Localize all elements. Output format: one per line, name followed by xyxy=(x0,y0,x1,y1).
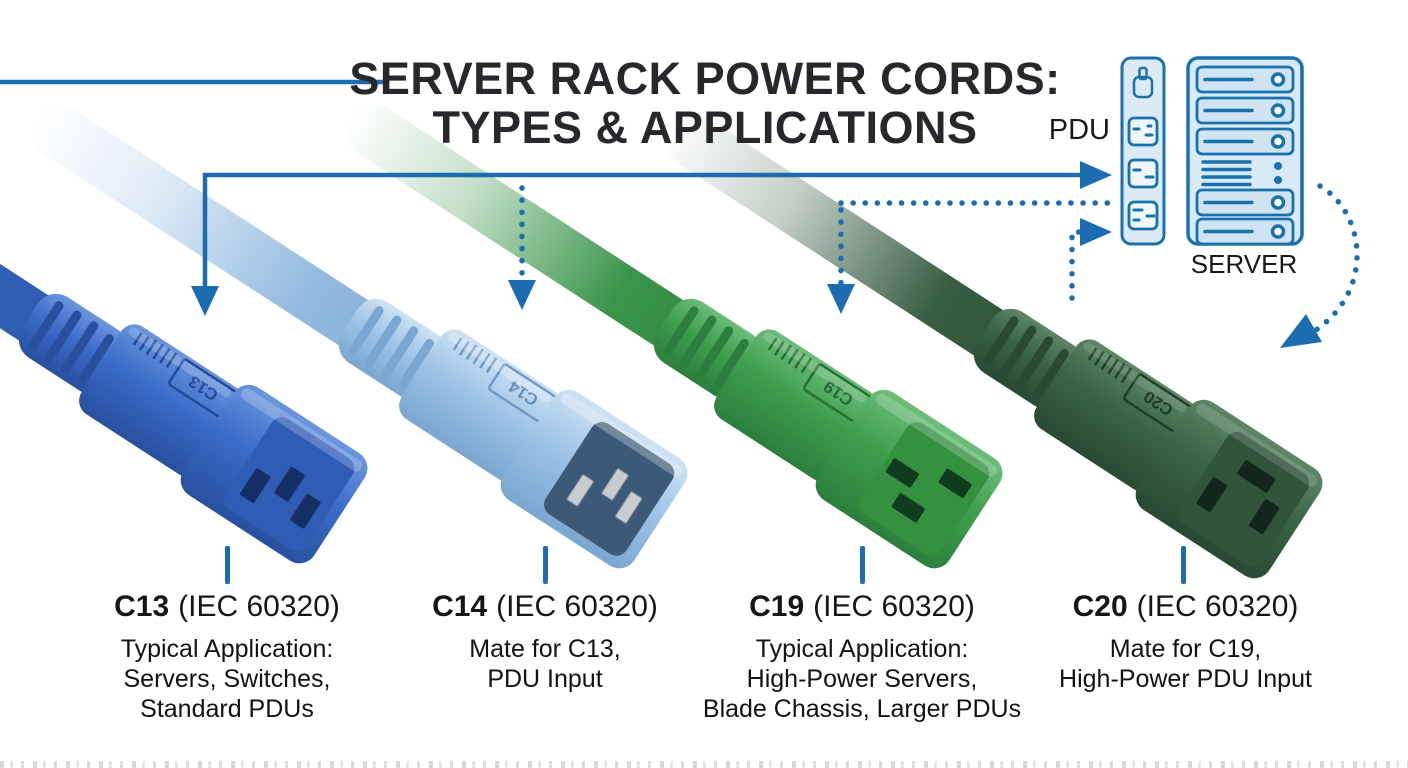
arrowhead-c14 xyxy=(508,280,536,310)
c20-connector-illustration: C20 xyxy=(655,103,1330,586)
c20-socket-holes xyxy=(1196,460,1280,534)
pdu-plug-glyph xyxy=(1132,66,1154,99)
c14-name: C14(IEC 60320) xyxy=(385,590,705,624)
c13-name: C13(IEC 60320) xyxy=(57,590,397,624)
connector-label-c20: C20(IEC 60320) Mate for C19, High-Power … xyxy=(1013,590,1358,694)
c20-standard: (IEC 60320) xyxy=(1136,590,1299,623)
c13-socket-holes xyxy=(240,466,321,529)
tick-c20 xyxy=(1181,546,1186,584)
arrowhead-pdu-solid xyxy=(1080,161,1112,189)
dotted-arrow-c20-to-pdu xyxy=(1069,229,1083,301)
arrowhead-pdu-dotted xyxy=(1080,218,1112,246)
c14-plug-pins xyxy=(566,468,643,524)
c19-description: Typical Application: High-Power Servers,… xyxy=(702,635,1022,723)
c13-description: Typical Application: Servers, Switches, … xyxy=(120,635,334,723)
c14-code: C14 xyxy=(432,590,488,623)
pdu-icon xyxy=(1120,56,1166,246)
pdu-label: PDU xyxy=(1048,114,1110,146)
server-vent-lines xyxy=(1201,160,1252,187)
connector-label-c19: C19(IEC 60320) Typical Application: High… xyxy=(692,590,1032,724)
arrowhead-c20-curve xyxy=(1280,314,1322,348)
c14-standard: (IEC 60320) xyxy=(496,590,658,623)
server-icon xyxy=(1186,56,1304,246)
title-line-1: SERVER RACK POWER CORDS: xyxy=(349,53,1061,104)
server-label: SERVER xyxy=(1190,249,1298,279)
cropped-bottom-text-strip xyxy=(0,761,1408,768)
connector-label-c13: C13(IEC 60320) Typical Application: Serv… xyxy=(57,590,397,724)
server-leds xyxy=(1274,162,1282,184)
dotted-arrow-c19-to-pdu xyxy=(838,200,1113,287)
solid-arrow-c13-to-pdu xyxy=(202,172,1080,290)
c20-description: Mate for C19, High-Power PDU Input xyxy=(1059,635,1312,693)
c20-code: C20 xyxy=(1072,590,1128,623)
tick-c13 xyxy=(225,546,230,584)
c13-code: C13 xyxy=(114,590,170,623)
c19-socket-holes xyxy=(885,458,972,523)
c14-description: Mate for C13, PDU Input xyxy=(469,635,621,693)
connector-label-c14: C14(IEC 60320) Mate for C13, PDU Input xyxy=(385,590,705,694)
c19-connector-illustration: C19 xyxy=(335,93,1010,576)
c19-standard: (IEC 60320) xyxy=(813,590,975,623)
c14-connector-illustration: C14 xyxy=(20,93,695,576)
arrowhead-c13 xyxy=(191,286,219,316)
arrowhead-c19 xyxy=(827,284,855,314)
arrowheads xyxy=(191,161,1322,348)
c13-connector-illustration: C13 xyxy=(0,88,375,571)
c13-standard: (IEC 60320) xyxy=(178,590,340,623)
tick-c14 xyxy=(543,546,548,584)
title-line-2: TYPES & APPLICATIONS xyxy=(432,101,978,153)
tick-c19 xyxy=(860,546,865,584)
pdu-outlets xyxy=(1127,116,1159,231)
server-bays xyxy=(1195,65,1295,246)
page-title: SERVER RACK POWER CORDS: TYPES & APPLICA… xyxy=(330,53,1080,153)
c19-code: C19 xyxy=(749,590,805,623)
c19-name: C19(IEC 60320) xyxy=(692,590,1032,624)
dotted-curve-server-to-c20 xyxy=(1313,183,1360,333)
c20-name: C20(IEC 60320) xyxy=(1013,590,1358,624)
